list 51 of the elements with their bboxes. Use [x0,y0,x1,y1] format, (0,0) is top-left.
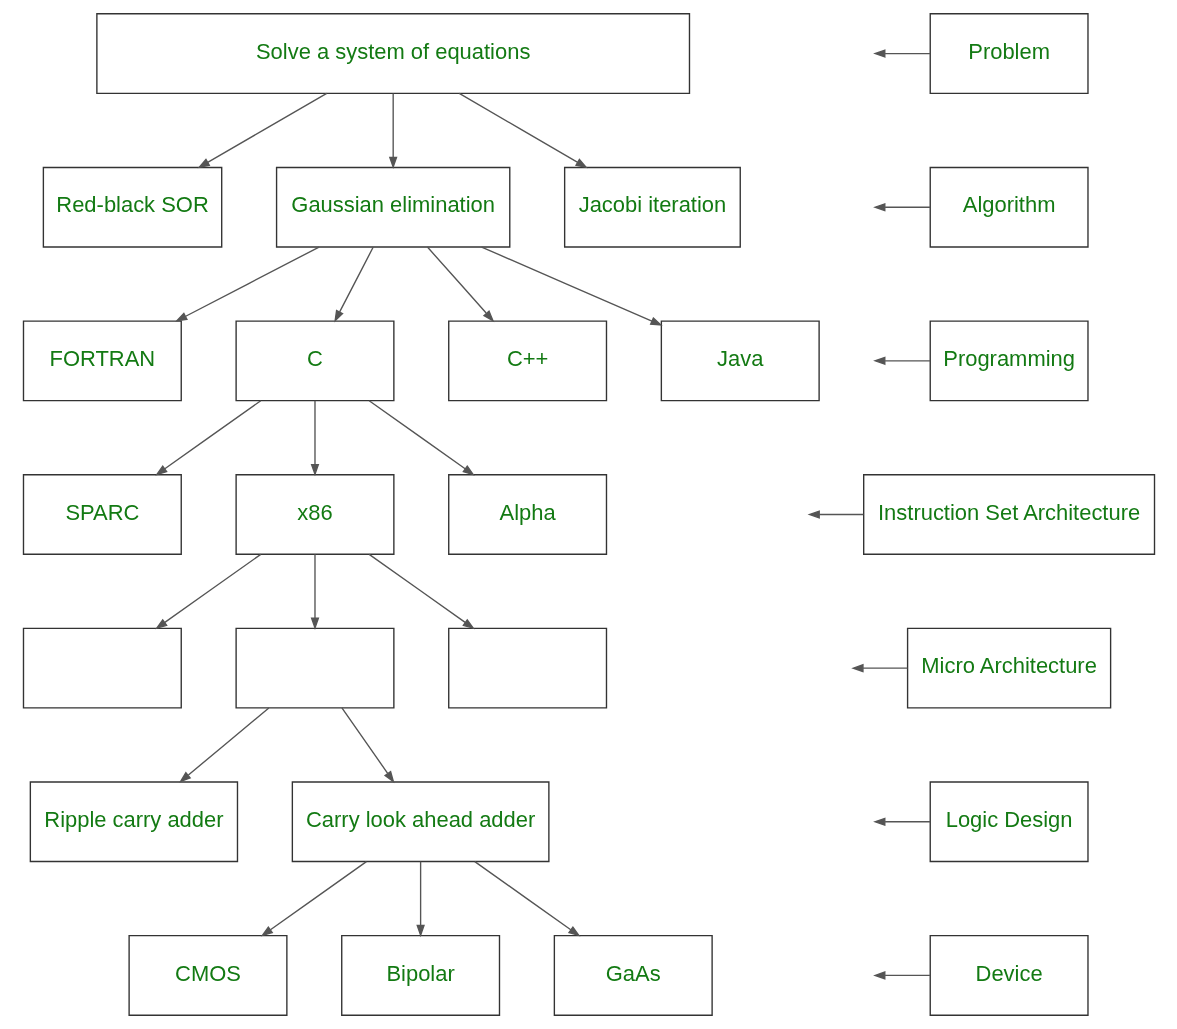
arrow [368,553,475,630]
arrow [333,246,374,323]
node-box: Logic Design [929,781,1089,863]
arrow [473,860,580,937]
node-box: Solve a system of equations [95,13,690,95]
node-box [234,627,395,709]
node-box: Carry look ahead adder [291,781,550,863]
arrow [480,246,663,326]
arrow [260,860,367,937]
arrow [154,400,261,476]
node-box: Ripple carry adder [29,781,238,863]
node-box: Gaussian elimination [275,166,510,248]
arrow [872,817,931,827]
arrow [872,202,931,212]
node-box: GaAs [553,934,713,1016]
node-box [447,627,607,709]
node-box: Algorithm [929,166,1089,248]
node-box: FORTRAN [22,320,182,402]
arrow [154,553,261,630]
node-box: Bipolar [340,934,500,1016]
arrow [178,707,269,783]
node-box: Jacobi iteration [563,166,741,248]
arrow [807,510,864,519]
arrow [197,92,327,169]
node-box: C++ [447,320,607,402]
arrow [310,553,319,630]
arrow [310,400,319,477]
arrow [174,246,320,322]
node-box: Problem [929,13,1089,95]
node-box: Micro Architecture [906,627,1111,709]
node-box: Instruction Set Architecture [862,474,1155,555]
arrow [850,663,908,673]
arrow [426,246,494,323]
arrow [458,92,588,169]
arrow [340,707,395,784]
node-box: x86 [234,474,395,555]
arrow [872,971,931,980]
node-box: Device [929,934,1089,1016]
node-box: Alpha [447,474,607,555]
node-box: Red-black SOR [42,166,222,248]
node-box: C [234,320,395,402]
arrow [368,400,475,476]
arrow [388,92,397,169]
node-box: Java [660,320,820,402]
node-box [22,627,182,709]
node-box: SPARC [22,474,182,555]
node-box: Programming [929,320,1089,402]
arrow [415,860,425,938]
arrow [872,356,931,366]
node-box: CMOS [127,934,288,1016]
arrow [872,49,931,58]
